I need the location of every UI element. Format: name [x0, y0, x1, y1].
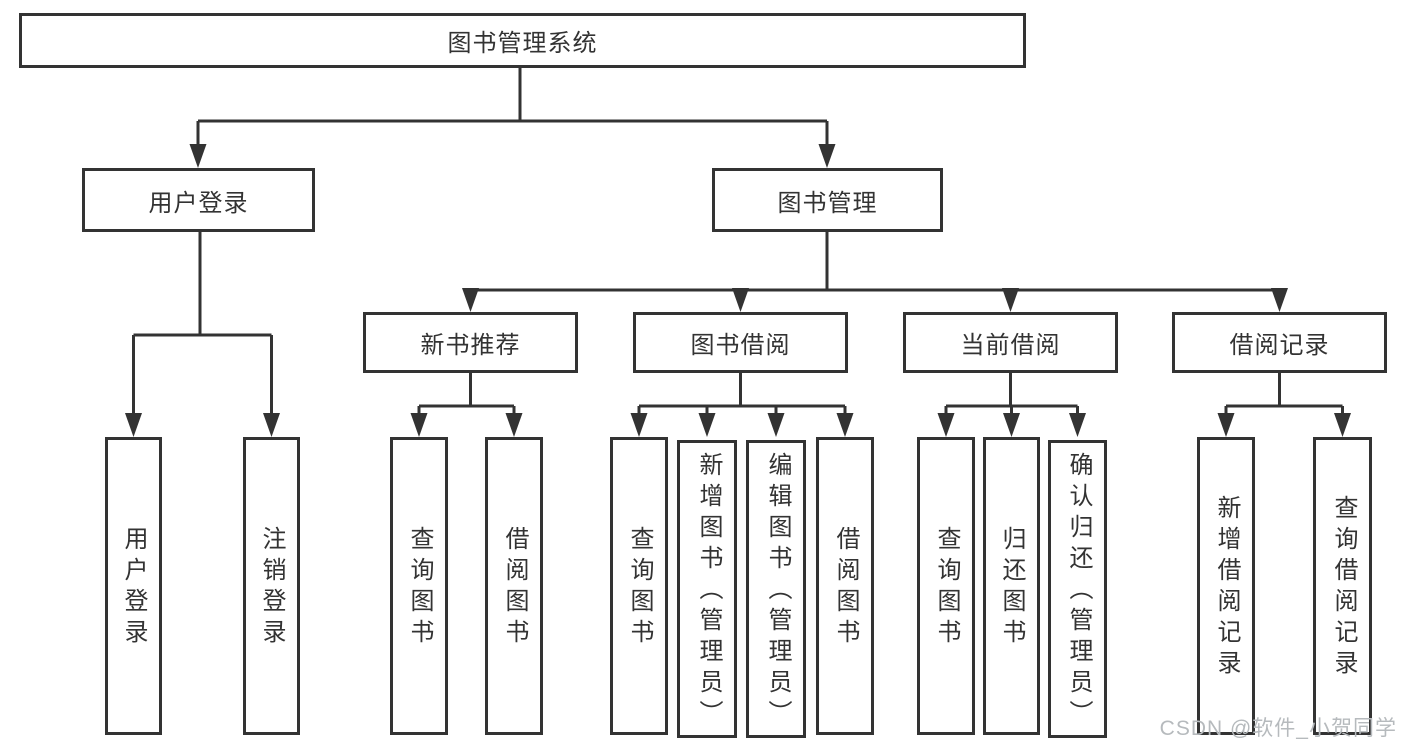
leaf-borrow-books-recommend: 借阅图书: [485, 437, 543, 735]
leaf-add-borrow-record: 新增借阅记录: [1197, 437, 1255, 735]
leaf-add-books-admin: 新增图书（管理员）: [677, 440, 737, 738]
watermark: CSDN @软件_小贺同学: [1159, 717, 1397, 740]
leaf-query-books-current: 查询图书: [917, 437, 975, 735]
leaf-query-borrow-record: 查询借阅记录: [1313, 437, 1372, 735]
leaf-user-login: 用户登录: [105, 437, 162, 735]
leaf-confirm-return-admin: 确认归还（管理员）: [1048, 440, 1107, 738]
leaf-logout: 注销登录: [243, 437, 300, 735]
node-new-book-recommend: 新书推荐: [363, 312, 578, 373]
node-borrowing-records: 借阅记录: [1172, 312, 1387, 373]
node-user-login: 用户登录: [82, 168, 315, 232]
connector-book-management-children: [462, 231, 1288, 312]
connector-root-to-level2: [189, 68, 836, 168]
connector-borrowing-records-children: [1217, 372, 1351, 437]
node-book-borrowing: 图书借阅: [633, 312, 848, 373]
node-book-management: 图书管理: [712, 168, 943, 232]
node-root: 图书管理系统: [19, 13, 1026, 68]
node-current-borrowing: 当前借阅: [903, 312, 1118, 373]
connector-current-borrowing-children: [937, 372, 1086, 437]
leaf-query-books-borrowing: 查询图书: [610, 437, 668, 735]
connector-new-book-recommend-children: [410, 372, 523, 437]
leaf-borrow-books-borrowing: 借阅图书: [816, 437, 874, 735]
leaf-query-books-recommend: 查询图书: [390, 437, 448, 735]
leaf-edit-books-admin: 编辑图书（管理员）: [746, 440, 806, 738]
connector-book-borrowing-children: [630, 372, 854, 437]
leaf-return-books: 归还图书: [983, 437, 1040, 735]
connector-user-login-children: [125, 231, 280, 437]
